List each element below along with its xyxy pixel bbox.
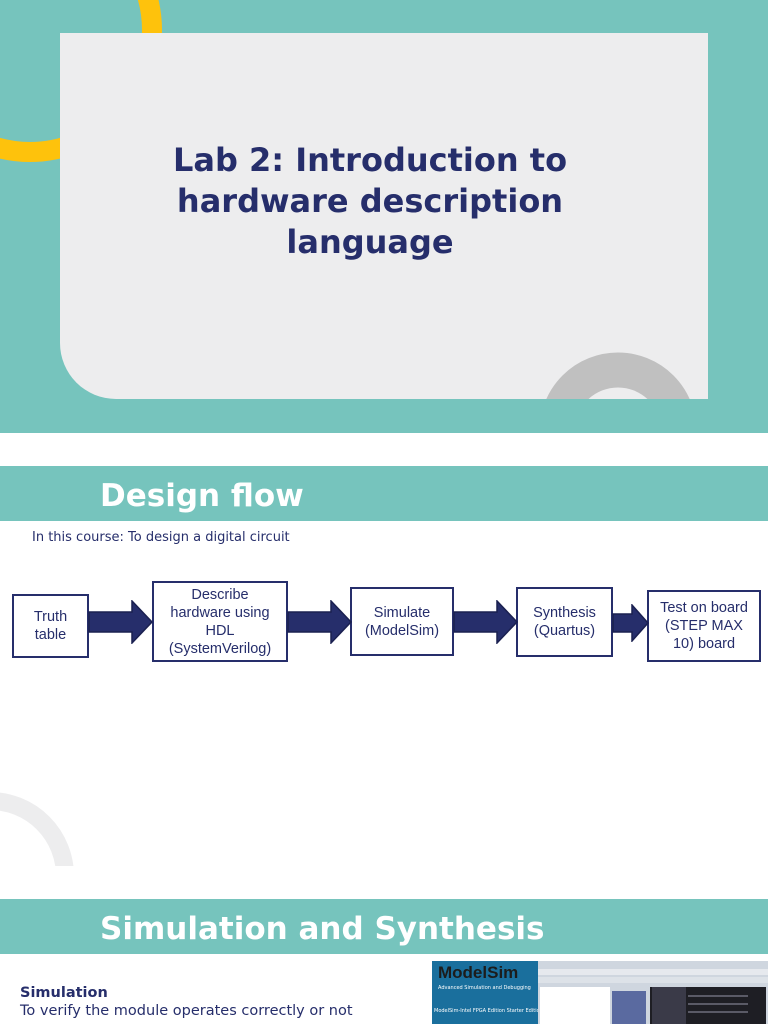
- flow-arrow-icon: [453, 600, 519, 644]
- modelsim-edition: ModelSim-Intel FPGA Edition Starter Edit…: [434, 1008, 543, 1014]
- title-line: language: [60, 222, 680, 263]
- slide-title: Design flow: [100, 478, 304, 514]
- title-slide: Lab 2: Introduction to hardware descript…: [0, 0, 768, 433]
- title-line: Lab 2: Introduction to: [60, 140, 680, 181]
- modelsim-screenshot: ModelSim Advanced Simulation and Debuggi…: [432, 961, 768, 1024]
- modelsim-logo: ModelSim: [438, 963, 518, 983]
- modelsim-window-thumbnail: [538, 961, 768, 1024]
- slide-title: Simulation and Synthesis: [100, 911, 545, 947]
- flow-step-describe-hdl: Describe hardware using HDL (SystemVeril…: [152, 581, 288, 662]
- design-flow-slide: Design flow In this course: To design a …: [0, 466, 768, 866]
- gray-ring-decoration: [540, 323, 708, 399]
- intro-text: In this course: To design a digital circ…: [32, 530, 290, 545]
- simulation-synthesis-slide: Simulation and Synthesis Simulation To v…: [0, 899, 768, 1024]
- flow-arrow-icon: [88, 600, 154, 644]
- flow-step-truth-table: Truth table: [12, 594, 89, 658]
- flow-arrow-icon: [612, 604, 650, 642]
- yellow-arc-decoration: [0, 466, 768, 866]
- title-band: Design flow: [0, 466, 768, 521]
- modelsim-tagline: Advanced Simulation and Debugging: [438, 985, 531, 991]
- flow-arrow-icon: [287, 600, 353, 644]
- flow-step-synthesis: Synthesis (Quartus): [516, 587, 613, 657]
- flow-step-simulate: Simulate (ModelSim): [350, 587, 454, 656]
- simulation-heading: Simulation: [20, 985, 108, 1001]
- flow-step-test-on-board: Test on board (STEP MAX 10) board: [647, 590, 761, 662]
- simulation-description: To verify the module operates correctly …: [20, 1003, 353, 1019]
- title-line: hardware description: [60, 181, 680, 222]
- gray-arc-decoration: [0, 766, 90, 866]
- slide-title: Lab 2: Introduction to hardware descript…: [60, 140, 680, 263]
- title-band: Simulation and Synthesis: [0, 899, 768, 954]
- modelsim-splash: ModelSim Advanced Simulation and Debuggi…: [432, 961, 538, 1024]
